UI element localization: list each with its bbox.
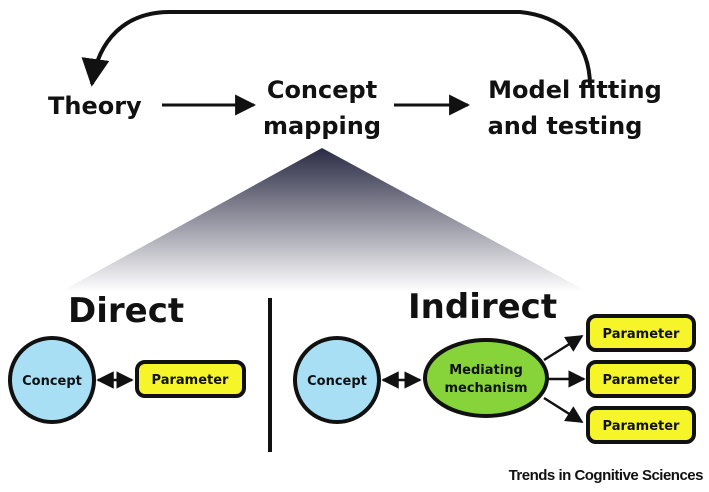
indirect-parameter-node-1 bbox=[586, 314, 696, 352]
mechanism-to-parameter-3-arrow bbox=[543, 396, 584, 424]
direct-parameter-label: Parameter bbox=[152, 373, 230, 388]
mediating-mechanism-label-line2: mechanism bbox=[444, 381, 527, 396]
indirect-parameter-node-2 bbox=[586, 360, 696, 398]
indirect-heading: Indirect bbox=[408, 287, 557, 327]
feedback-loop-arrow bbox=[81, 10, 592, 87]
theory-label: Theory bbox=[48, 92, 142, 120]
journal-credit: Trends in Cognitive Sciences bbox=[509, 467, 704, 484]
model-fitting-label-line2: and testing bbox=[488, 112, 643, 140]
mediating-mechanism-label-line1: Mediating bbox=[449, 363, 523, 378]
indirect-parameter-label-1: Parameter bbox=[603, 327, 681, 342]
concept-mapping-label-line2: mapping bbox=[263, 112, 381, 140]
indirect-parameter-label-3: Parameter bbox=[603, 419, 681, 434]
indirect-concept-label: Concept bbox=[307, 374, 367, 389]
indirect-parameter-node-3 bbox=[586, 406, 696, 444]
indirect-concept-node bbox=[293, 336, 381, 424]
concept-mapping-label-line1: Concept bbox=[267, 76, 377, 104]
direct-concept-label: Concept bbox=[22, 374, 82, 389]
mapping-fan bbox=[60, 148, 588, 292]
mediating-mechanism-node bbox=[423, 338, 549, 418]
direct-heading: Direct bbox=[68, 291, 184, 331]
model-fitting-label-line1: Model fitting bbox=[488, 76, 662, 104]
indirect-parameter-label-2: Parameter bbox=[603, 373, 681, 388]
mechanism-to-parameter-1-arrow bbox=[543, 334, 584, 362]
direct-parameter-node bbox=[135, 360, 246, 398]
direct-concept-node bbox=[8, 336, 96, 424]
